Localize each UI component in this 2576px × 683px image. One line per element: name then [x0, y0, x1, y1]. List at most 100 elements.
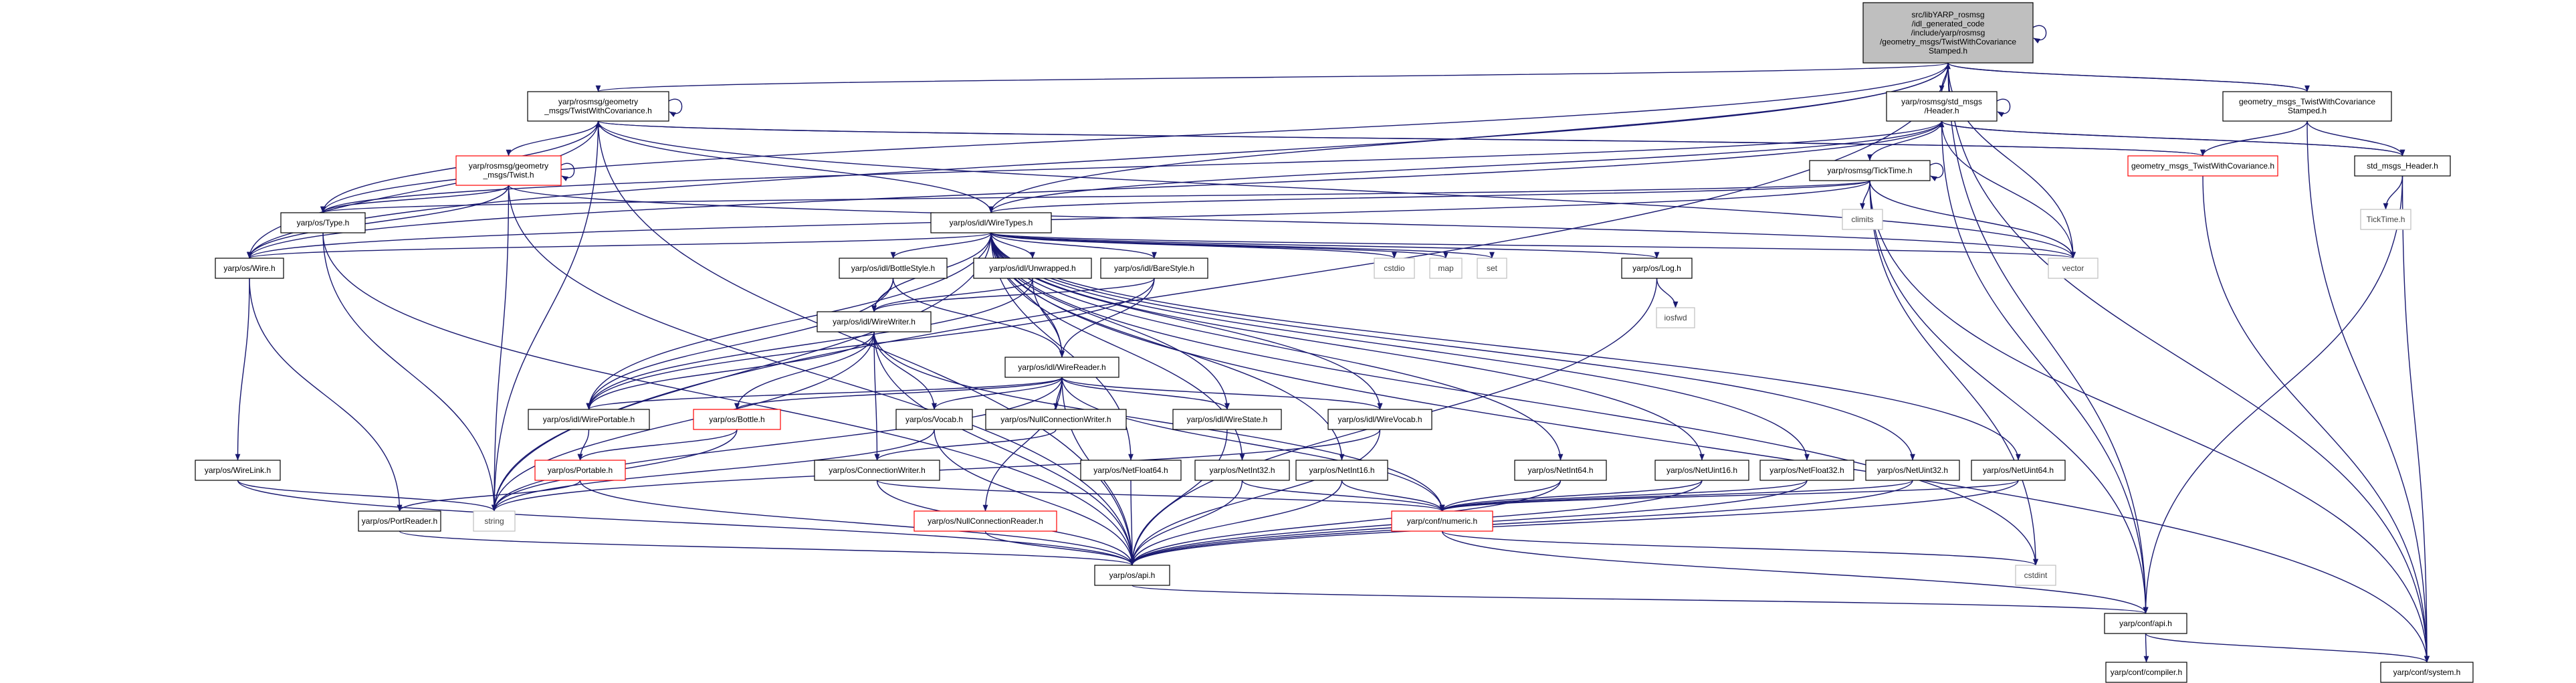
edge-netint32_h-to-os_api_h — [1130, 480, 1243, 566]
edge-ticktime_h-to-conf_api_h — [1869, 180, 2149, 614]
node-label: vector — [2062, 264, 2084, 273]
edge-numeric_h-to-cstdint — [1441, 530, 2038, 566]
edge-twc_h-to-wiretypes_h — [597, 120, 994, 213]
edge-barestyle_h-to-wirewriter_h — [871, 278, 1155, 312]
node-portreader-h[interactable]: yarp/os/PortReader.h — [358, 510, 441, 532]
node-std-header[interactable]: std_msgs_Header.h — [2354, 155, 2451, 177]
edge-unwrapped_h-to-wireportable_h — [586, 278, 1033, 410]
edge-header_h-to-wiretypes_h — [988, 120, 1943, 213]
node-label: iosfwd — [1664, 313, 1687, 322]
node-log-h[interactable]: yarp/os/Log.h — [1621, 258, 1693, 279]
node-netuint16-h[interactable]: yarp/os/NetUint16.h — [1654, 460, 1749, 481]
node-netfloat64-h[interactable]: yarp/os/NetFloat64.h — [1080, 460, 1182, 481]
node-box — [1886, 91, 1998, 122]
node-label: geometry_msgs_TwistWithCovariance — [2239, 97, 2375, 106]
node-numeric-h[interactable]: yarp/conf/numeric.h — [1391, 510, 1493, 532]
edge-netuint64_h-to-numeric_h — [1439, 480, 2019, 512]
node-label: climits — [1851, 215, 1873, 224]
edge-twcs_fwd-to-system_h — [2306, 120, 2430, 663]
node-wirestate-h[interactable]: yarp/os/idl/WireState.h — [1172, 409, 1282, 430]
node-label: cstdint — [2024, 571, 2048, 580]
node-label: yarp/rosmsg/geometry — [558, 97, 638, 106]
node-box — [817, 311, 932, 332]
node-label: cstdio — [1384, 264, 1405, 273]
node-nullcw-h[interactable]: yarp/os/NullConnectionWriter.h — [985, 409, 1127, 430]
node-box — [1809, 160, 1931, 181]
edge-wirewriter_h-to-bottle_h — [734, 331, 875, 410]
node-netint32-h[interactable]: yarp/os/NetInt32.h — [1194, 460, 1290, 481]
node-os-api-h[interactable]: yarp/os/api.h — [1094, 565, 1170, 586]
node-label: yarp/rosmsg/TickTime.h — [1827, 166, 1912, 175]
node-portable-h[interactable]: yarp/os/Portable.h — [534, 460, 626, 481]
edge-wirewriter_h-to-string — [492, 331, 875, 512]
edge-wirereader_h-to-nullcr_h — [982, 377, 1063, 512]
node-netuint32-h[interactable]: yarp/os/NetUint32.h — [1865, 460, 1960, 481]
node-label: yarp/rosmsg/std_msgs — [1901, 97, 1982, 106]
node-box — [1295, 460, 1388, 481]
node-conf-api-h[interactable]: yarp/conf/api.h — [2104, 613, 2187, 634]
node-type-h[interactable]: yarp/os/Type.h — [280, 212, 366, 233]
node-connwriter-h[interactable]: yarp/os/ConnectionWriter.h — [814, 460, 940, 481]
edge-wirereader_h-to-vocab_h — [932, 377, 1063, 410]
node-label: _msgs/TwistWithCovariance.h — [544, 106, 652, 116]
node-box — [1100, 258, 1208, 279]
node-box — [1477, 258, 1507, 279]
node-vocab-h[interactable]: yarp/os/Vocab.h — [895, 409, 973, 430]
node-compiler-h[interactable]: yarp/conf/compiler.h — [2105, 662, 2187, 683]
node-label: yarp/os/Vocab.h — [905, 415, 963, 424]
node-label: yarp/os/idl/BottleStyle.h — [851, 264, 935, 273]
node-netint64-h[interactable]: yarp/os/NetInt64.h — [1514, 460, 1607, 481]
node-label: yarp/os/NullConnectionReader.h — [928, 516, 1043, 526]
edge-wiretypes_h-to-string — [492, 232, 992, 512]
node-root[interactable]: src/libYARP_rosmsg/idl_generated_code/in… — [1862, 2, 2034, 64]
node-box — [2127, 155, 2278, 177]
edge-os_api_h-to-conf_api_h — [1132, 585, 2148, 614]
edge-netint32_h-to-numeric_h — [1241, 480, 1445, 512]
node-wirewriter-h[interactable]: yarp/os/idl/WireWriter.h — [817, 311, 932, 332]
edge-wiretypes_h-to-wireportable_h — [586, 232, 992, 410]
edge-twc_h-to-twc_h — [668, 98, 683, 117]
node-climits: climits — [1842, 209, 1883, 230]
node-box — [1656, 307, 1695, 328]
node-label: map — [1438, 264, 1454, 273]
node-wire-h[interactable]: yarp/os/Wire.h — [215, 258, 284, 279]
node-twist-h[interactable]: yarp/rosmsg/geometry_msgs/Twist.h — [455, 155, 562, 186]
node-wireportable-h[interactable]: yarp/os/idl/WirePortable.h — [528, 409, 650, 430]
edge-type_h-to-string — [322, 232, 497, 512]
node-label: yarp/os/idl/WirePortable.h — [543, 415, 635, 424]
edge-header_h-to-vector — [1941, 120, 2076, 259]
edge-wirereader_h-to-numeric_h — [1061, 377, 1445, 512]
node-barestyle-h[interactable]: yarp/os/idl/BareStyle.h — [1100, 258, 1208, 279]
node-ticktime-h[interactable]: yarp/rosmsg/TickTime.h — [1809, 160, 1931, 181]
node-bottle-h[interactable]: yarp/os/Bottle.h — [693, 409, 781, 430]
node-bottlestyle-h[interactable]: yarp/os/idl/BottleStyle.h — [839, 258, 948, 279]
node-unwrapped-h[interactable]: yarp/os/idl/Unwrapped.h — [973, 258, 1092, 279]
node-wiretypes-h[interactable]: yarp/os/idl/WireTypes.h — [930, 212, 1052, 233]
node-system-h[interactable]: yarp/conf/system.h — [2380, 662, 2474, 683]
node-wirereader-h[interactable]: yarp/os/idl/WireReader.h — [1004, 357, 1119, 378]
edge-root-to-conf_api_h — [1947, 62, 2149, 614]
node-label: TickTime.h — [2367, 215, 2405, 224]
node-wirevocab-h[interactable]: yarp/os/idl/WireVocab.h — [1327, 409, 1432, 430]
edge-wireportable_h-to-portable_h — [577, 429, 590, 461]
edge-ticktime_h-to-ticktime_h — [1929, 163, 1944, 181]
node-label: yarp/os/PortReader.h — [362, 516, 437, 526]
node-netint16-h[interactable]: yarp/os/NetInt16.h — [1295, 460, 1388, 481]
node-label: /include/yarp/rosmsg — [1911, 28, 1985, 37]
node-label: Stamped.h — [2288, 106, 2327, 116]
node-twc-h[interactable]: yarp/rosmsg/geometry_msgs/TwistWithCovar… — [527, 91, 669, 122]
edge-twist_h-to-vector — [508, 185, 2076, 259]
node-twcs-fwd[interactable]: geometry_msgs_TwistWithCovarianceStamped… — [2222, 91, 2392, 122]
node-label: yarp/os/NetInt16.h — [1309, 466, 1374, 475]
node-wirelink-h[interactable]: yarp/os/WireLink.h — [195, 460, 281, 481]
node-netfloat32-h[interactable]: yarp/os/NetFloat32.h — [1759, 460, 1854, 481]
edge-connwriter_h-to-numeric_h — [876, 480, 1445, 512]
node-netuint64-h[interactable]: yarp/os/NetUint64.h — [1971, 460, 2066, 481]
edge-twc_h-to-vector — [597, 120, 2076, 259]
node-twc-fwd[interactable]: geometry_msgs_TwistWithCovariance.h — [2127, 155, 2278, 177]
edge-std_header-to-ticktime_fwd — [2383, 175, 2403, 210]
node-nullcr-h[interactable]: yarp/os/NullConnectionReader.h — [914, 510, 1057, 532]
node-header-h[interactable]: yarp/rosmsg/std_msgs/Header.h — [1886, 91, 1998, 122]
edge-header_h-to-type_h — [320, 120, 1943, 213]
node-label: yarp/os/idl/WireState.h — [1187, 415, 1268, 424]
